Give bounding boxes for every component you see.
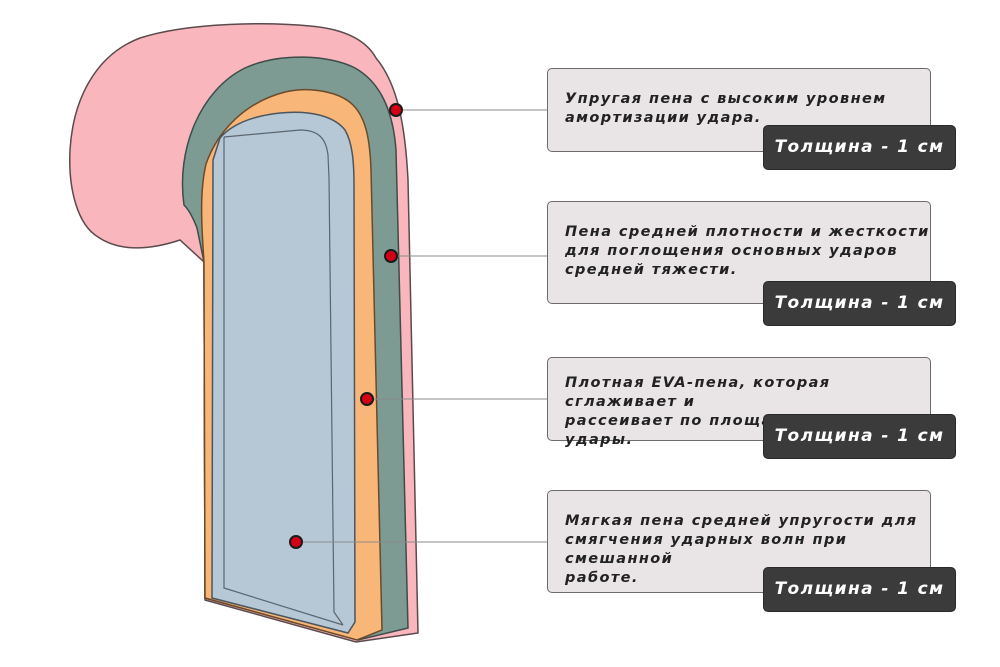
callout-box-3: Плотная EVA-пена, которая сглаживает и р… — [547, 357, 931, 448]
layer-markers — [289, 103, 403, 549]
marker-dot-2 — [384, 249, 398, 263]
marker-dot-3 — [360, 392, 374, 406]
soft-foam-inner-layer — [211, 111, 356, 634]
marker-dot-1 — [389, 103, 403, 117]
callout-text-2: Пена средней плотности и жесткости для п… — [565, 224, 930, 278]
callout-text-1: Упругая пена с высоким уровнем амортизац… — [565, 91, 887, 126]
thickness-badge-2: Толщина - 1 см — [763, 281, 956, 326]
callout-box-1: Упругая пена с высоким уровнем амортизац… — [547, 68, 931, 152]
inner-bottom-seam — [223, 137, 344, 626]
inner-seam-line — [223, 129, 344, 626]
leader-lines — [296, 109, 548, 543]
callout-text-3: Плотная EVA-пена, которая сглаживает и р… — [565, 375, 888, 448]
thickness-badge-1: Толщина - 1 см — [763, 125, 956, 170]
thickness-badge-4: Толщина - 1 см — [763, 567, 956, 612]
thickness-badge-3: Толщина - 1 см — [763, 414, 956, 459]
marker-dot-4 — [289, 535, 303, 549]
callout-text-4: Мягкая пена средней упругости для смягче… — [565, 513, 918, 586]
